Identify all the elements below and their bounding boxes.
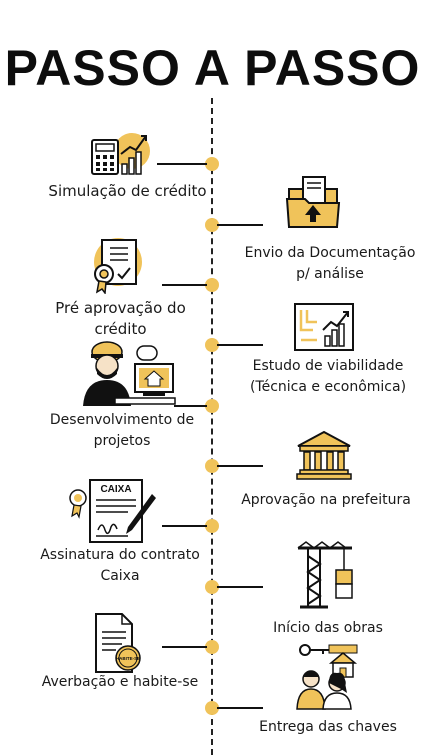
connector-line [217,586,263,588]
caixa-text: CAIXA [100,484,131,495]
connector-line [217,465,263,467]
step-label-documentacao: Envio da Documentação p/ análise [244,245,416,282]
timeline-dot [205,338,219,352]
timeline-dot [205,459,219,473]
folder-upload-icon [285,175,341,231]
step-label-chaves: Entrega das chaves [259,719,397,735]
timeline-dashed-line [211,98,213,755]
calculator-chart-icon [90,130,150,175]
step-label-simulacao: Simulação de crédito [48,182,207,200]
page-title: PASSO A PASSO [4,40,421,96]
engineer-computer-icon [75,340,185,410]
connector-line [162,646,207,648]
step-label-obras: Início das obras [273,620,383,636]
crane-icon [296,540,356,610]
habite-se-document-icon: HABITE-SE [92,612,144,674]
habite-se-stamp-text: HABITE-SE [116,656,140,661]
connector-line [217,224,263,226]
step-label-contrato: Assinatura do contrato Caixa [40,547,200,584]
city-hall-icon [296,430,352,480]
step-label-pre-aprovacao: Pré aprovação do crédito [55,299,186,338]
connector-line [217,344,263,346]
family-house-key-icon [293,643,361,711]
connector-line [157,163,207,165]
connector-line [162,525,207,527]
timeline-dot [205,580,219,594]
timeline-dot [205,701,219,715]
contract-signature-icon: CAIXA [66,478,158,544]
step-label-averbacao: Averbação e habite-se [41,674,199,690]
timeline-dot [205,399,219,413]
step-label-viabilidade: Estudo de viabilidade (Técnica e econômi… [249,358,407,395]
timeline-dot [205,278,219,292]
certificate-check-icon [88,236,148,294]
connector-line [162,284,207,286]
blueprint-chart-icon [293,302,355,352]
step-label-prefeitura: Aprovação na prefeitura [241,492,411,508]
connector-line [174,405,207,407]
step-label-projetos: Desenvolvimento de projetos [49,412,195,449]
timeline-dot [205,157,219,171]
connector-line [217,707,263,709]
timeline-dot [205,519,219,533]
timeline-dot [205,218,219,232]
timeline-dot [205,640,219,654]
